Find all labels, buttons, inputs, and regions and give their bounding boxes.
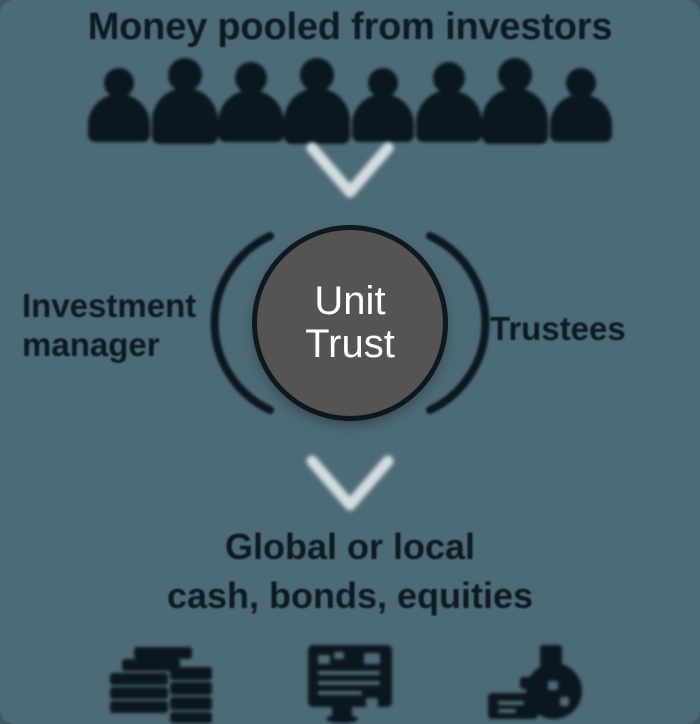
asset-caption-line2: cash, bonds, equities <box>166 574 534 616</box>
investor-person-icon <box>410 58 488 142</box>
person-head <box>168 58 202 92</box>
investment-manager-label: Investment manager <box>22 287 237 365</box>
asset-icon-row <box>0 642 700 724</box>
unit-trust-circle: Unit Trust <box>257 230 443 416</box>
person-head <box>566 68 596 98</box>
person-head <box>235 62 267 94</box>
cash-stack-icon <box>108 643 216 723</box>
investment-manager-line1: Investment <box>22 287 197 324</box>
unit-trust-label-line2: Trust <box>305 322 395 366</box>
unit-trust-hub: Unit Trust <box>210 228 490 418</box>
person-head <box>104 68 134 98</box>
person-body <box>550 94 612 142</box>
person-body <box>218 90 284 142</box>
investor-person-icon <box>278 58 356 144</box>
asset-caption: Global or local cash, bonds, equities <box>0 523 700 620</box>
equities-icon <box>484 643 592 723</box>
person-body <box>284 88 350 144</box>
investor-person-icon <box>212 58 290 142</box>
page-title: Money pooled from investors <box>87 6 613 48</box>
person-body <box>88 94 150 142</box>
unit-trust-label-line1: Unit <box>314 278 386 323</box>
investor-person-icon <box>146 58 224 144</box>
left-arc-bracket <box>194 228 294 418</box>
person-head <box>300 58 334 92</box>
trustees-label: Trustees <box>490 310 626 347</box>
person-body <box>352 94 414 142</box>
bond-certificate-icon <box>296 643 404 723</box>
asset-caption-line1: Global or local <box>224 526 476 567</box>
chevron-down-icon <box>304 142 396 202</box>
right-arc-bracket <box>406 228 506 418</box>
investor-person-icon <box>476 58 554 144</box>
person-body <box>416 90 482 142</box>
person-head <box>433 62 465 94</box>
investment-manager-line2: manager <box>22 325 160 363</box>
investor-person-icon <box>542 58 620 142</box>
investor-person-icon <box>344 58 422 142</box>
investor-person-icon <box>80 58 158 142</box>
investor-crowd <box>0 50 700 144</box>
person-body <box>482 88 548 144</box>
person-head <box>368 68 398 98</box>
person-body <box>152 88 218 144</box>
person-head <box>498 58 532 92</box>
chevron-down-icon <box>304 455 396 515</box>
